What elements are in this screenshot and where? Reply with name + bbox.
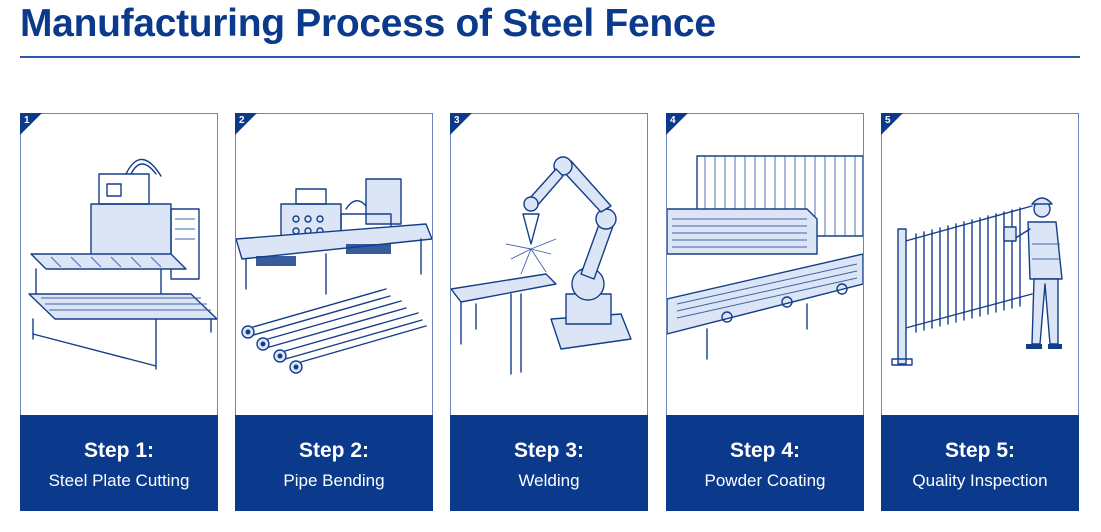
inspector-fence-icon <box>891 197 1063 366</box>
step-badge-4 <box>666 113 688 135</box>
step-caption-4: Step 4: Powder Coating <box>666 415 864 511</box>
welding-robot-icon <box>451 156 632 375</box>
step-number-5: 5 <box>885 115 891 126</box>
step-label-2: Pipe Bending <box>283 471 385 490</box>
step-badge-2 <box>235 113 257 135</box>
step-label-5: Quality Inspection <box>912 471 1048 490</box>
step-caption-3: Step 3: Welding <box>450 415 648 511</box>
step-badge-3 <box>450 113 472 135</box>
step-card-4: 4 Step 4: Powder Coating <box>666 113 864 511</box>
step-caption-2: Step 2: Pipe Bending <box>235 415 433 511</box>
step-label-1: Steel Plate Cutting <box>48 471 190 490</box>
title-divider <box>20 56 1080 58</box>
step-card-2: 2 Step 2: Pipe Bending <box>235 113 433 511</box>
step-number-1: 1 <box>24 115 30 126</box>
step-label-4: Powder Coating <box>704 471 826 490</box>
step-number-2: 2 <box>239 115 245 126</box>
step-caption-1: Step 1: Steel Plate Cutting <box>20 415 218 511</box>
cutting-machine-icon <box>28 158 217 370</box>
step-heading-3: Step 3: <box>513 439 584 462</box>
step-number-4: 4 <box>670 115 676 126</box>
step-label-3: Welding <box>518 471 580 490</box>
step-badge-5 <box>881 113 903 135</box>
page-title: Manufacturing Process of Steel Fence <box>20 2 716 45</box>
powder-coating-line-icon <box>667 155 863 360</box>
step-card-5: 5 Step 5: Quality Inspection <box>881 113 1079 511</box>
step-number-3: 3 <box>454 115 460 126</box>
step-heading-5: Step 5: <box>944 439 1015 462</box>
step-heading-4: Step 4: <box>729 439 800 462</box>
step-heading-1: Step 1: <box>83 439 154 462</box>
step-badge-1 <box>20 113 42 135</box>
step-card-1: 1 Step 1: Steel Plate Cutting <box>20 113 218 511</box>
step-caption-5: Step 5: Quality Inspection <box>881 415 1079 511</box>
step-card-3: 3 Step 3: Welding <box>450 113 648 511</box>
pipe-bending-machine-icon <box>236 178 432 374</box>
step-heading-2: Step 2: <box>298 439 369 462</box>
